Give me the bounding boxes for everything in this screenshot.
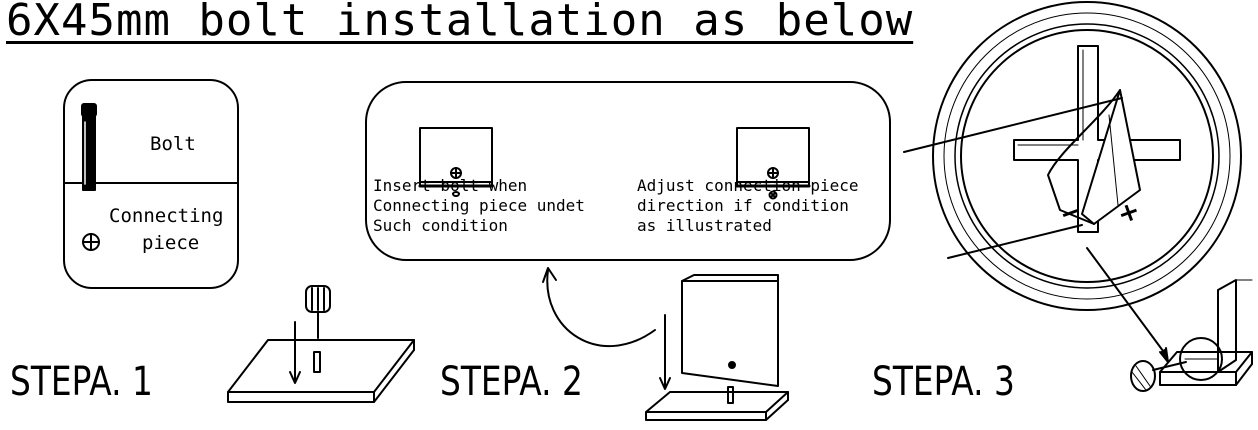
bolt-label: Bolt [150,133,196,155]
connecting-piece-label-line2: piece [142,232,200,254]
step2-hole [728,361,736,369]
connecting-piece-label-line1: Connecting [109,205,224,227]
step3-assembly [1159,279,1253,386]
leader-line-lower [947,224,1083,259]
step-2-label: STEPA. 2 [440,359,583,405]
step2-base-board [645,391,789,421]
leader-line-upper [903,97,1123,153]
panel-right-line2: direction if condition [637,196,849,215]
panel-right-line3: as illustrated [637,216,772,235]
panel-left-line1: Insert bolt when [373,176,528,195]
connecting-piece-icon [82,233,100,251]
step2-arrowhead [659,377,671,390]
step-1-label: STEPA. 1 [10,359,153,405]
curved-arrowhead [542,267,557,283]
panel-left-line2: Connecting piece undet [373,196,585,215]
explanation-panel [365,81,891,261]
phillips-slot [1013,45,1181,233]
panel-left-line3: Such condition [373,216,508,235]
step1-screwdriver-icon [305,285,331,373]
panel-right-line1: Adjust connection piece [637,176,859,195]
step2-bolt [727,386,734,404]
magnifier-circle [932,1,1242,311]
bolt-icon [81,103,97,191]
step-3-label: STEPA. 3 [872,359,1015,405]
screwdriver-tip [1047,89,1141,225]
curved-arrow [546,269,656,348]
leader-line-to-assembly [1086,247,1167,356]
step1-board [227,339,415,403]
step2-upright-board [681,274,779,387]
page-title: 6X45mm bolt installation as below [6,0,914,46]
step1-arrowhead [289,371,301,384]
step3-screwdriver-icon [1130,337,1223,392]
